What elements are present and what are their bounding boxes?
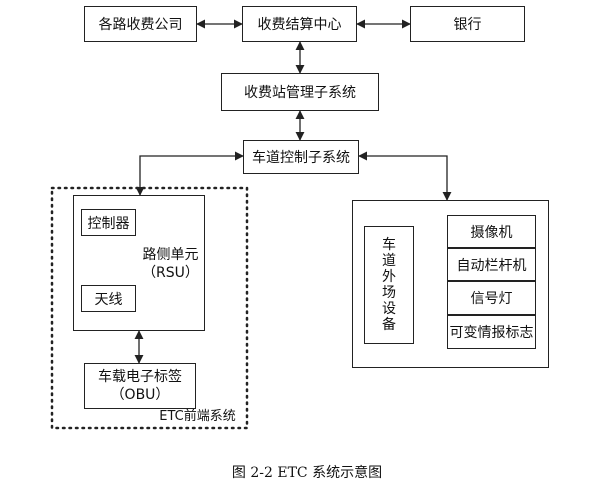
- toll-companies-box: 各路收费公司: [84, 6, 197, 42]
- camera-label: 摄像机: [470, 224, 513, 241]
- barrier-box: 自动栏杆机: [447, 248, 536, 281]
- camera-box: 摄像机: [447, 215, 536, 248]
- lane-external-box: 车 道 外 场 设 备: [364, 226, 414, 344]
- station-mgmt-label: 收费站管理子系统: [244, 85, 356, 101]
- controller-box: 控制器: [81, 209, 136, 236]
- vms-box: 可变情报标志: [447, 315, 536, 349]
- station-mgmt-box: 收费站管理子系统: [221, 73, 379, 111]
- barrier-label: 自动栏杆机: [456, 257, 527, 274]
- settlement-center-box: 收费结算中心: [242, 6, 357, 42]
- bank-label: 银行: [453, 17, 482, 33]
- lane-external-char: 设: [382, 301, 396, 317]
- lane-external-char: 备: [382, 317, 396, 333]
- lane-control-label: 车道控制子系统: [252, 150, 350, 166]
- antenna-box: 天线: [81, 285, 136, 312]
- settlement-center-label: 收费结算中心: [257, 17, 342, 33]
- obu-box: 车载电子标签 （OBU）: [84, 363, 196, 409]
- arrow-lane-frontend: [135, 151, 244, 196]
- lane-control-box: 车道控制子系统: [243, 140, 359, 174]
- rsu-abbr: （RSU）: [142, 265, 199, 281]
- lane-external-char: 道: [382, 253, 396, 269]
- rsu-title: 路侧单元: [142, 247, 199, 263]
- lane-external-char: 场: [382, 285, 396, 301]
- signal-light-box: 信号灯: [447, 281, 536, 315]
- obu-title: 车载电子标签: [98, 369, 182, 385]
- vms-label: 可变情报标志: [449, 325, 534, 341]
- lane-external-char: 车: [382, 237, 396, 253]
- signal-light-label: 信号灯: [470, 291, 513, 307]
- rsu-label-group: 路侧单元 （RSU）: [136, 246, 205, 282]
- toll-companies-label: 各路收费公司: [98, 17, 183, 33]
- figure-caption: 图 2-2 ETC 系统示意图: [231, 465, 383, 481]
- obu-abbr: （OBU）: [110, 387, 170, 403]
- etc-frontend-label: ETC前端系统: [159, 409, 236, 424]
- bank-box: 银行: [410, 6, 525, 42]
- lane-external-char: 外: [382, 269, 396, 285]
- arrow-lane-external: [358, 151, 452, 201]
- antenna-label: 天线: [94, 291, 123, 308]
- lane-external-label: 车 道 外 场 设 备: [382, 237, 396, 333]
- controller-label: 控制器: [87, 215, 130, 232]
